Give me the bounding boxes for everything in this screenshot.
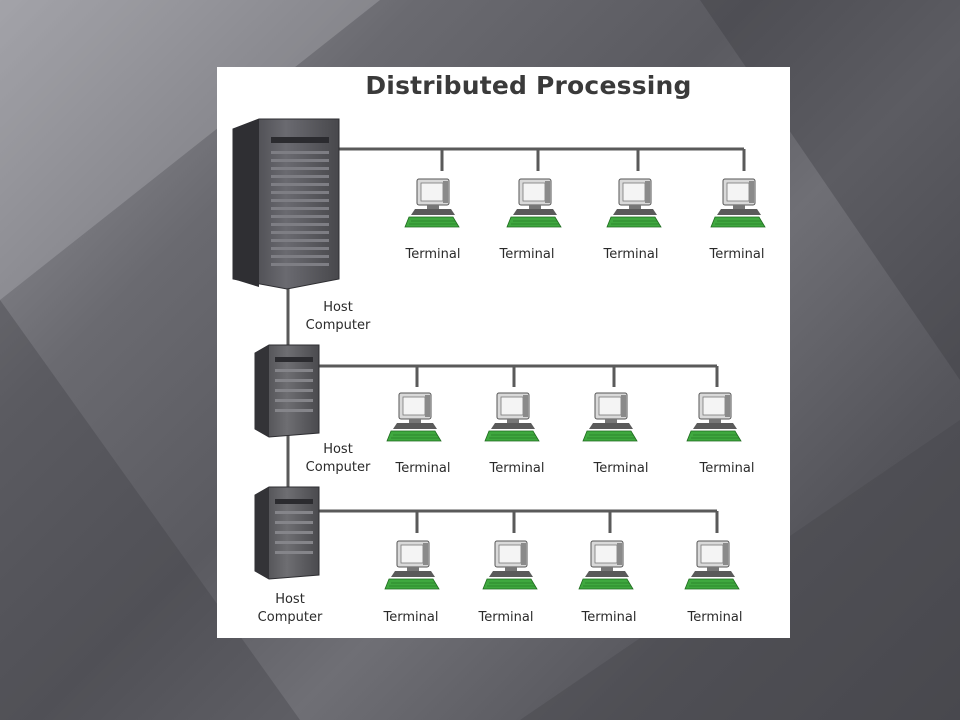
terminal-icon	[710, 178, 766, 228]
tier1-bus	[337, 147, 746, 171]
host-server-1	[232, 118, 340, 290]
host-server-2	[254, 344, 320, 438]
terminal-label: Terminal	[489, 461, 545, 476]
network-diagram	[232, 118, 766, 590]
terminal-label: Terminal	[603, 247, 659, 262]
terminal-icon	[384, 540, 440, 590]
terminal-icon	[606, 178, 662, 228]
terminal-icon	[482, 540, 538, 590]
tier3-bus	[317, 509, 719, 533]
terminal-icon	[506, 178, 562, 228]
terminal-label: Terminal	[499, 247, 555, 262]
terminal-label: Terminal	[593, 461, 649, 476]
terminal-icon	[484, 392, 540, 442]
terminal-icon	[582, 392, 638, 442]
terminal-label: Terminal	[581, 610, 637, 625]
terminal-label: Terminal	[687, 610, 743, 625]
terminal-label: Terminal	[699, 461, 755, 476]
terminal-icon	[684, 540, 740, 590]
terminal-icon	[386, 392, 442, 442]
diagram-title: Distributed Processing	[365, 71, 692, 100]
terminal-icon	[686, 392, 742, 442]
terminal-label: Terminal	[383, 610, 439, 625]
host-server-3	[254, 486, 320, 580]
terminal-label: Terminal	[405, 247, 461, 262]
terminal-label: Terminal	[709, 247, 765, 262]
diagram-panel: Distributed Processing	[217, 67, 790, 638]
terminal-icon	[404, 178, 460, 228]
tier2-bus	[317, 364, 719, 387]
terminal-label: Terminal	[478, 610, 534, 625]
terminal-icon	[578, 540, 634, 590]
terminal-label: Terminal	[395, 461, 451, 476]
